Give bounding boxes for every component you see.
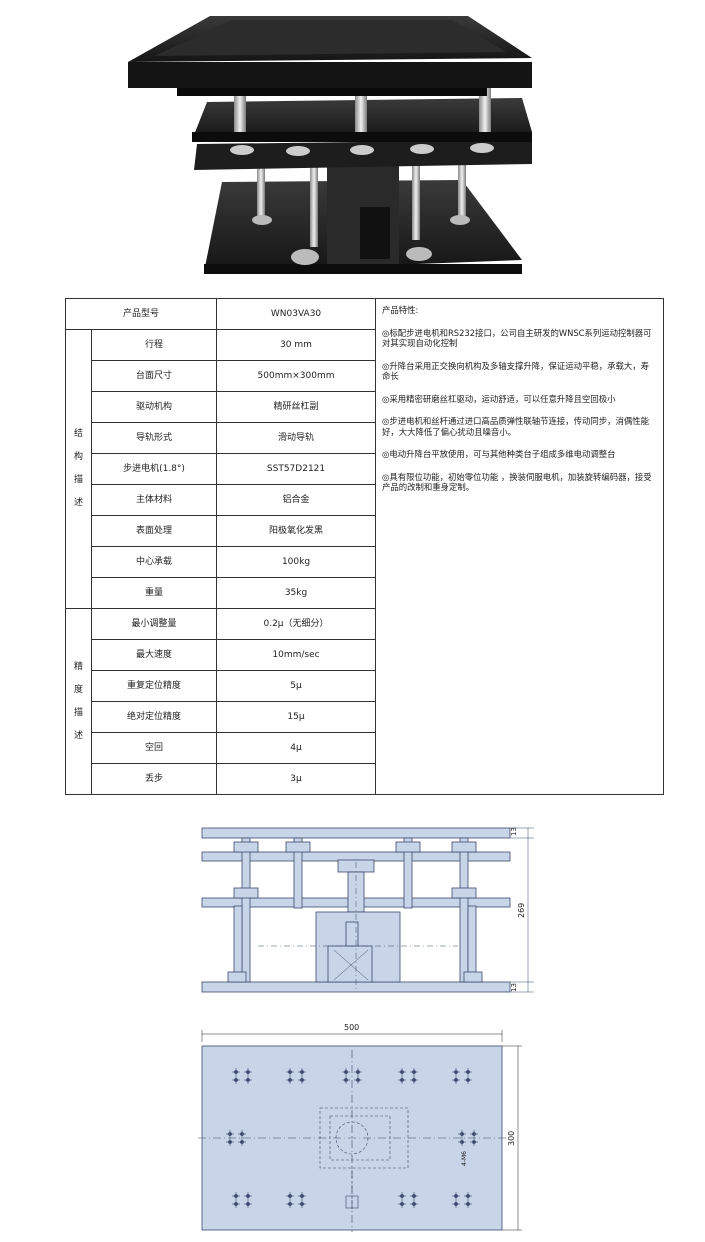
table-row: 精度描述 最小调整量 0.2μ（无细分） xyxy=(65,608,664,795)
table-row: 主体材料铝合金 xyxy=(66,484,664,516)
mounting-hole-cluster xyxy=(286,1192,306,1208)
row-label: 绝对定位精度 xyxy=(90,701,218,733)
mounting-hole-cluster xyxy=(232,1068,252,1084)
mounting-hole-cluster xyxy=(398,1068,418,1084)
dim-top-label: 13 xyxy=(510,827,518,836)
front-view-drawing: 13 269 13 xyxy=(201,827,534,993)
top-view-drawing: 500 300 4-M6 xyxy=(198,1023,522,1232)
row-value: 5μ xyxy=(216,670,377,702)
row-label: 台面尺寸 xyxy=(90,360,218,392)
row-label: 丢步 xyxy=(90,763,218,795)
row-label: 导轨形式 xyxy=(90,422,218,454)
table-row: 导轨形式滑动导轨 xyxy=(66,422,664,454)
row-value: 精研丝杠副 xyxy=(216,391,377,423)
group-precision-label: 精度描述 xyxy=(65,608,92,795)
row-value: 0.2μ（无细分） xyxy=(216,608,377,640)
row-value: 3μ xyxy=(216,763,377,795)
feature-item: ◎标配步进电机和RS232接口，公司自主研发的WNSC系列运动控制器可对其实现自… xyxy=(382,327,652,349)
row-value: 铝合金 xyxy=(216,484,377,516)
feature-item: ◎电动升降台平放使用，可与其他种类台子组成多维电动调整台 xyxy=(382,449,616,459)
mounting-hole-cluster xyxy=(342,1068,362,1084)
mounting-hole-cluster xyxy=(286,1068,306,1084)
row-label: 表面处理 xyxy=(90,515,218,547)
dim-bottom-label: 13 xyxy=(510,983,518,992)
model-label: 产品型号 xyxy=(64,298,218,330)
hole-note: 4-M6 xyxy=(461,1151,468,1166)
feature-item: ◎步进电机和丝杆通过进口高品质弹性联轴节连接，传动同步，消偶性能好，大大降低了偏… xyxy=(382,416,649,437)
row-label: 重复定位精度 xyxy=(90,670,218,702)
mounting-hole-cluster xyxy=(232,1192,252,1208)
features-cell: 产品特性: ◎标配步进电机和RS232接口，公司自主研发的WNSC系列运动控制器… xyxy=(375,298,665,795)
row-label: 最小调整量 xyxy=(90,608,218,640)
mounting-hole-cluster xyxy=(452,1192,472,1208)
mounting-hole-cluster xyxy=(452,1068,472,1084)
row-value: 滑动导轨 xyxy=(216,422,377,454)
row-label: 最大速度 xyxy=(90,639,218,671)
spec-table: 产品型号 WN03VA30 产品特性: ◎标配步进电机和RS232接口，公司自主… xyxy=(64,298,665,795)
row-label: 行程 xyxy=(90,329,218,361)
table-row: 驱动机构精研丝杠副 xyxy=(66,391,664,423)
row-value: SST57D2121 xyxy=(216,453,377,485)
row-value: 500mm×300mm xyxy=(216,360,377,392)
feature-item: ◎采用精密研磨丝杠驱动，运动舒适，可以任意升降且空回极小 xyxy=(382,393,616,404)
row-value: 4μ xyxy=(216,732,377,764)
model-value: WN03VA30 xyxy=(216,298,377,330)
row-value: 100kg xyxy=(216,546,377,578)
row-value: 阳极氧化发黑 xyxy=(216,515,377,547)
row-value: 15μ xyxy=(216,701,377,733)
product-photo xyxy=(128,16,532,274)
dim-depth-label: 300 xyxy=(507,1131,516,1146)
row-label: 空回 xyxy=(90,732,218,764)
row-label: 步进电机(1.8°) xyxy=(90,453,218,485)
row-label: 重量 xyxy=(90,577,218,609)
feature-item: ◎升降台采用正交换向机构及多轴支撑升降，保证运动平稳，承载大，寿命长 xyxy=(382,360,649,382)
features-title: 产品特性: xyxy=(382,305,419,315)
table-header-row: 产品型号 WN03VA30 产品特性: ◎标配步进电机和RS232接口，公司自主… xyxy=(64,298,665,795)
row-value: 30 mm xyxy=(216,329,377,361)
row-label: 中心承载 xyxy=(90,546,218,578)
row-value: 10mm/sec xyxy=(216,639,377,671)
row-label: 主体材料 xyxy=(90,484,218,516)
group-structure-label: 结构描述 xyxy=(65,329,92,609)
mounting-hole-cluster xyxy=(226,1130,246,1146)
mounting-hole-cluster xyxy=(458,1130,478,1146)
row-value: 35kg xyxy=(216,577,377,609)
dim-width-label: 500 xyxy=(344,1023,359,1032)
row-label: 驱动机构 xyxy=(90,391,218,423)
dim-height-label: 269 xyxy=(517,903,526,918)
feature-item: ◎具有限位功能，初始零位功能 ，换装伺服电机，加装旋转编码器，接受产品的改制和重… xyxy=(382,471,652,493)
mounting-hole-cluster xyxy=(398,1192,418,1208)
